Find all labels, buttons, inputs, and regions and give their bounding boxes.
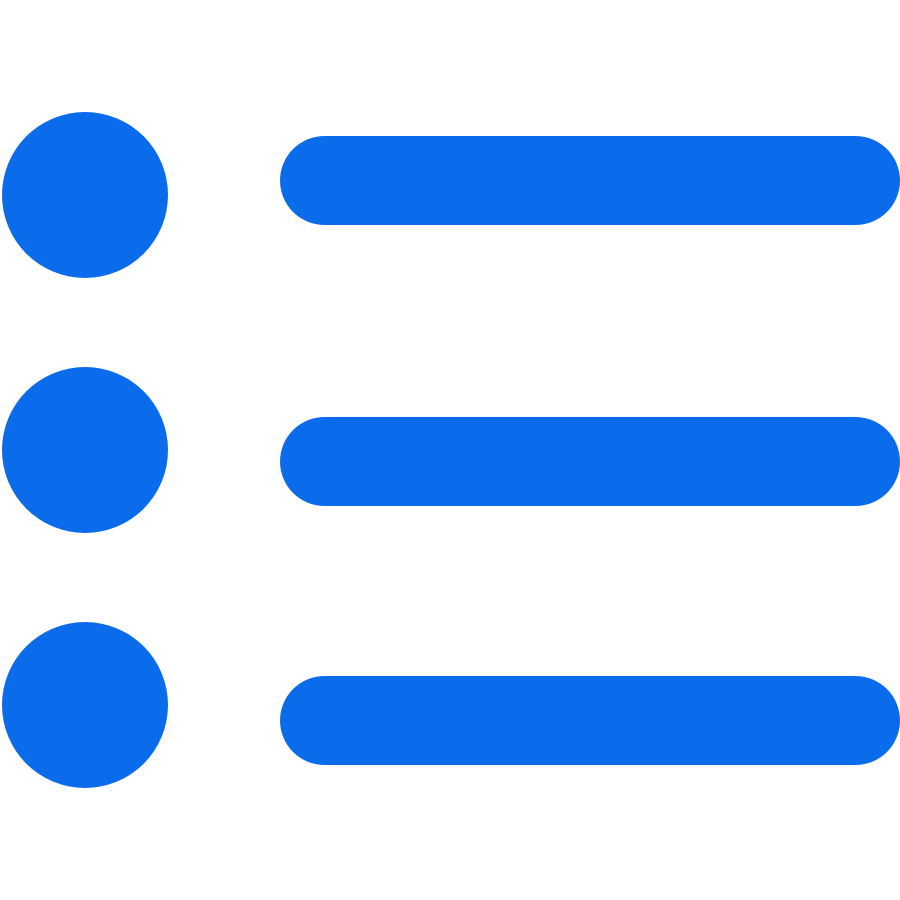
list-row-2 [2, 367, 900, 533]
list-row-3 [2, 622, 900, 788]
bullet-dot-3 [2, 622, 168, 788]
list-row-1 [2, 112, 900, 278]
list-line-2 [280, 417, 900, 506]
bullet-dot-2 [2, 367, 168, 533]
list-line-1 [280, 136, 900, 225]
list-line-3 [280, 676, 900, 765]
bullet-dot-1 [2, 112, 168, 278]
